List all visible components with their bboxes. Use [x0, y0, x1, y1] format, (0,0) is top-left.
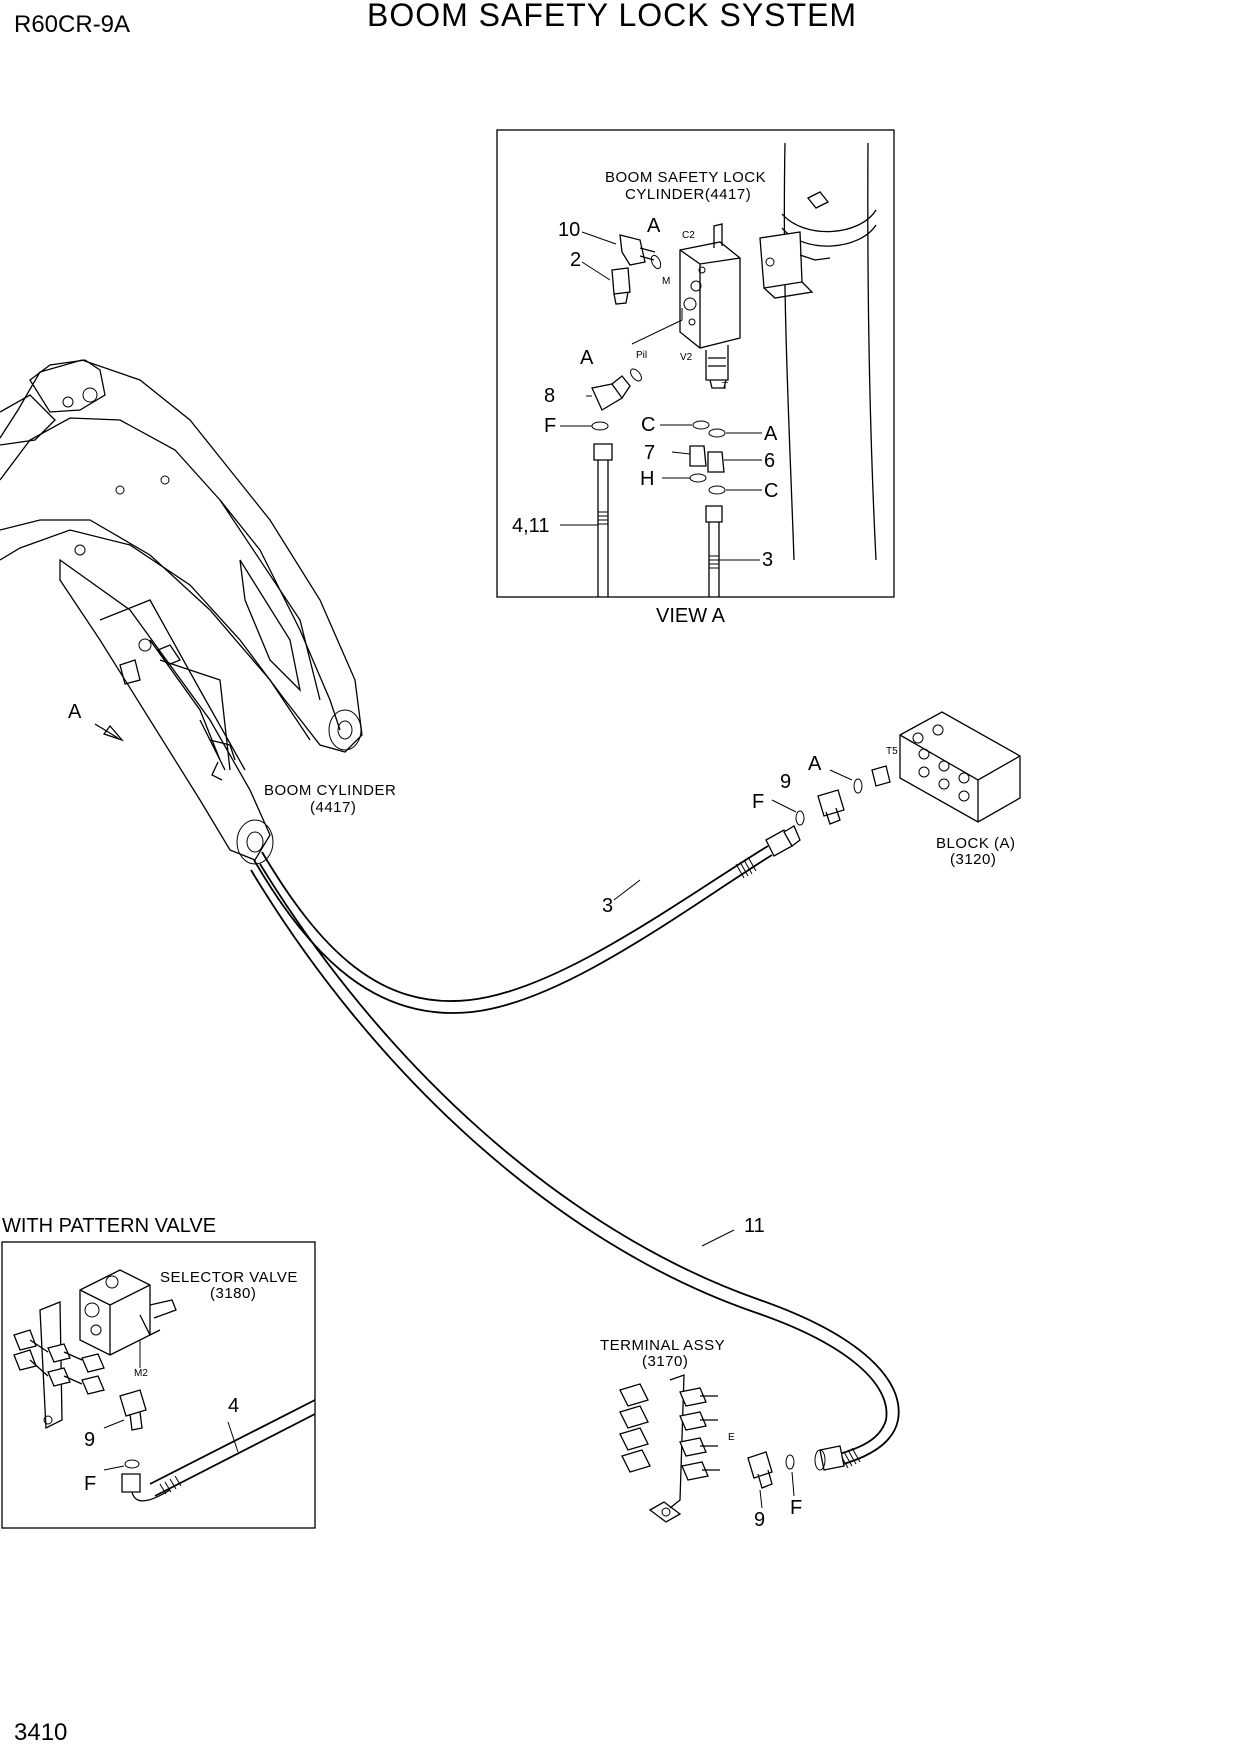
port-v2-label: V2 — [680, 352, 693, 363]
elbow-fitting-8 — [591, 383, 623, 411]
callout-f: F — [544, 415, 556, 437]
model-number: R60CR-9A — [14, 11, 130, 38]
boom-cylinder-label-line1: BOOM CYLINDER — [264, 782, 396, 799]
pattern-port-label: M2 — [134, 1368, 148, 1379]
selector-valve-label-line2: (3180) — [210, 1285, 256, 1302]
callout-f-pattern: F — [84, 1473, 96, 1495]
selector-valve-label-line1: SELECTOR VALVE — [160, 1269, 298, 1286]
elbow-fitting-10 — [619, 234, 646, 266]
fitting-2 — [611, 267, 631, 295]
block-port-label: T5 — [886, 746, 898, 757]
view-a-frame — [496, 129, 895, 598]
callout-a-upper: A — [647, 215, 661, 237]
callout-3-hose: 3 — [602, 895, 613, 917]
view-a-inset: C2 M Pil V2 T BOOM SAFETY LOCK CYLINDER(… — [496, 129, 895, 627]
callout-c-upper: C — [641, 414, 655, 436]
block-a-assembly: T5 A 9 F BLOCK (A) (3120) — [752, 711, 1021, 868]
callout-10: 10 — [558, 219, 580, 241]
terminal-assy-label-line1: TERMINAL ASSY — [600, 1337, 725, 1354]
callout-h: H — [640, 468, 654, 490]
callout-a-right: A — [764, 423, 778, 445]
boom-drawing: A BOOM CYLINDER (4417) — [0, 359, 396, 865]
callout-8: 8 — [544, 385, 555, 407]
view-arrow-label: A — [68, 701, 82, 723]
view-a-caption: VIEW A — [656, 605, 726, 627]
adapter-7 — [689, 445, 707, 467]
port-pil-label: Pil — [636, 350, 647, 361]
terminal-port-label: E — [728, 1432, 735, 1443]
view-a-component-line1: BOOM SAFETY LOCK — [605, 169, 766, 186]
terminal-assy: TERMINAL ASSY (3170) E 9 F — [600, 1337, 802, 1531]
pattern-valve-inset: WITH PATTERN VALVE SELECTOR VALVE (3180)… — [1, 1215, 316, 1529]
block-a-label-line1: BLOCK (A) — [936, 835, 1016, 852]
callout-4-pattern: 4 — [228, 1395, 239, 1417]
page-number: 3410 — [14, 1719, 67, 1746]
hose-routing: 3 11 — [250, 825, 900, 1471]
port-m-label: M — [662, 276, 670, 287]
callout-7: 7 — [644, 442, 655, 464]
callout-3-view: 3 — [762, 549, 773, 571]
callout-6: 6 — [764, 450, 775, 472]
page-title: BOOM SAFETY LOCK SYSTEM — [367, 0, 857, 33]
adapter-6 — [707, 451, 725, 473]
callout-c-lower: C — [764, 480, 778, 502]
block-a-label-line2: (3120) — [950, 851, 996, 868]
callout-9-pattern: 9 — [84, 1429, 95, 1451]
terminal-assy-label-line2: (3170) — [642, 1353, 688, 1370]
pattern-valve-frame — [1, 1241, 316, 1529]
callout-9-block: 9 — [780, 771, 791, 793]
callout-11-hose: 11 — [744, 1215, 765, 1237]
callout-f-block: F — [752, 791, 764, 813]
callout-2: 2 — [570, 249, 581, 271]
callout-a-block: A — [808, 753, 822, 775]
port-t-label: T — [722, 381, 728, 392]
callout-9-terminal: 9 — [754, 1509, 765, 1531]
callout-a-pil: A — [580, 347, 594, 369]
boom-cylinder-label-line2: (4417) — [310, 799, 356, 816]
callout-f-terminal: F — [790, 1497, 802, 1519]
callout-4-11: 4,11 — [512, 515, 549, 537]
view-a-component-line2: CYLINDER(4417) — [625, 186, 751, 203]
pattern-valve-heading: WITH PATTERN VALVE — [2, 1215, 216, 1237]
port-c2-label: C2 — [682, 230, 695, 241]
